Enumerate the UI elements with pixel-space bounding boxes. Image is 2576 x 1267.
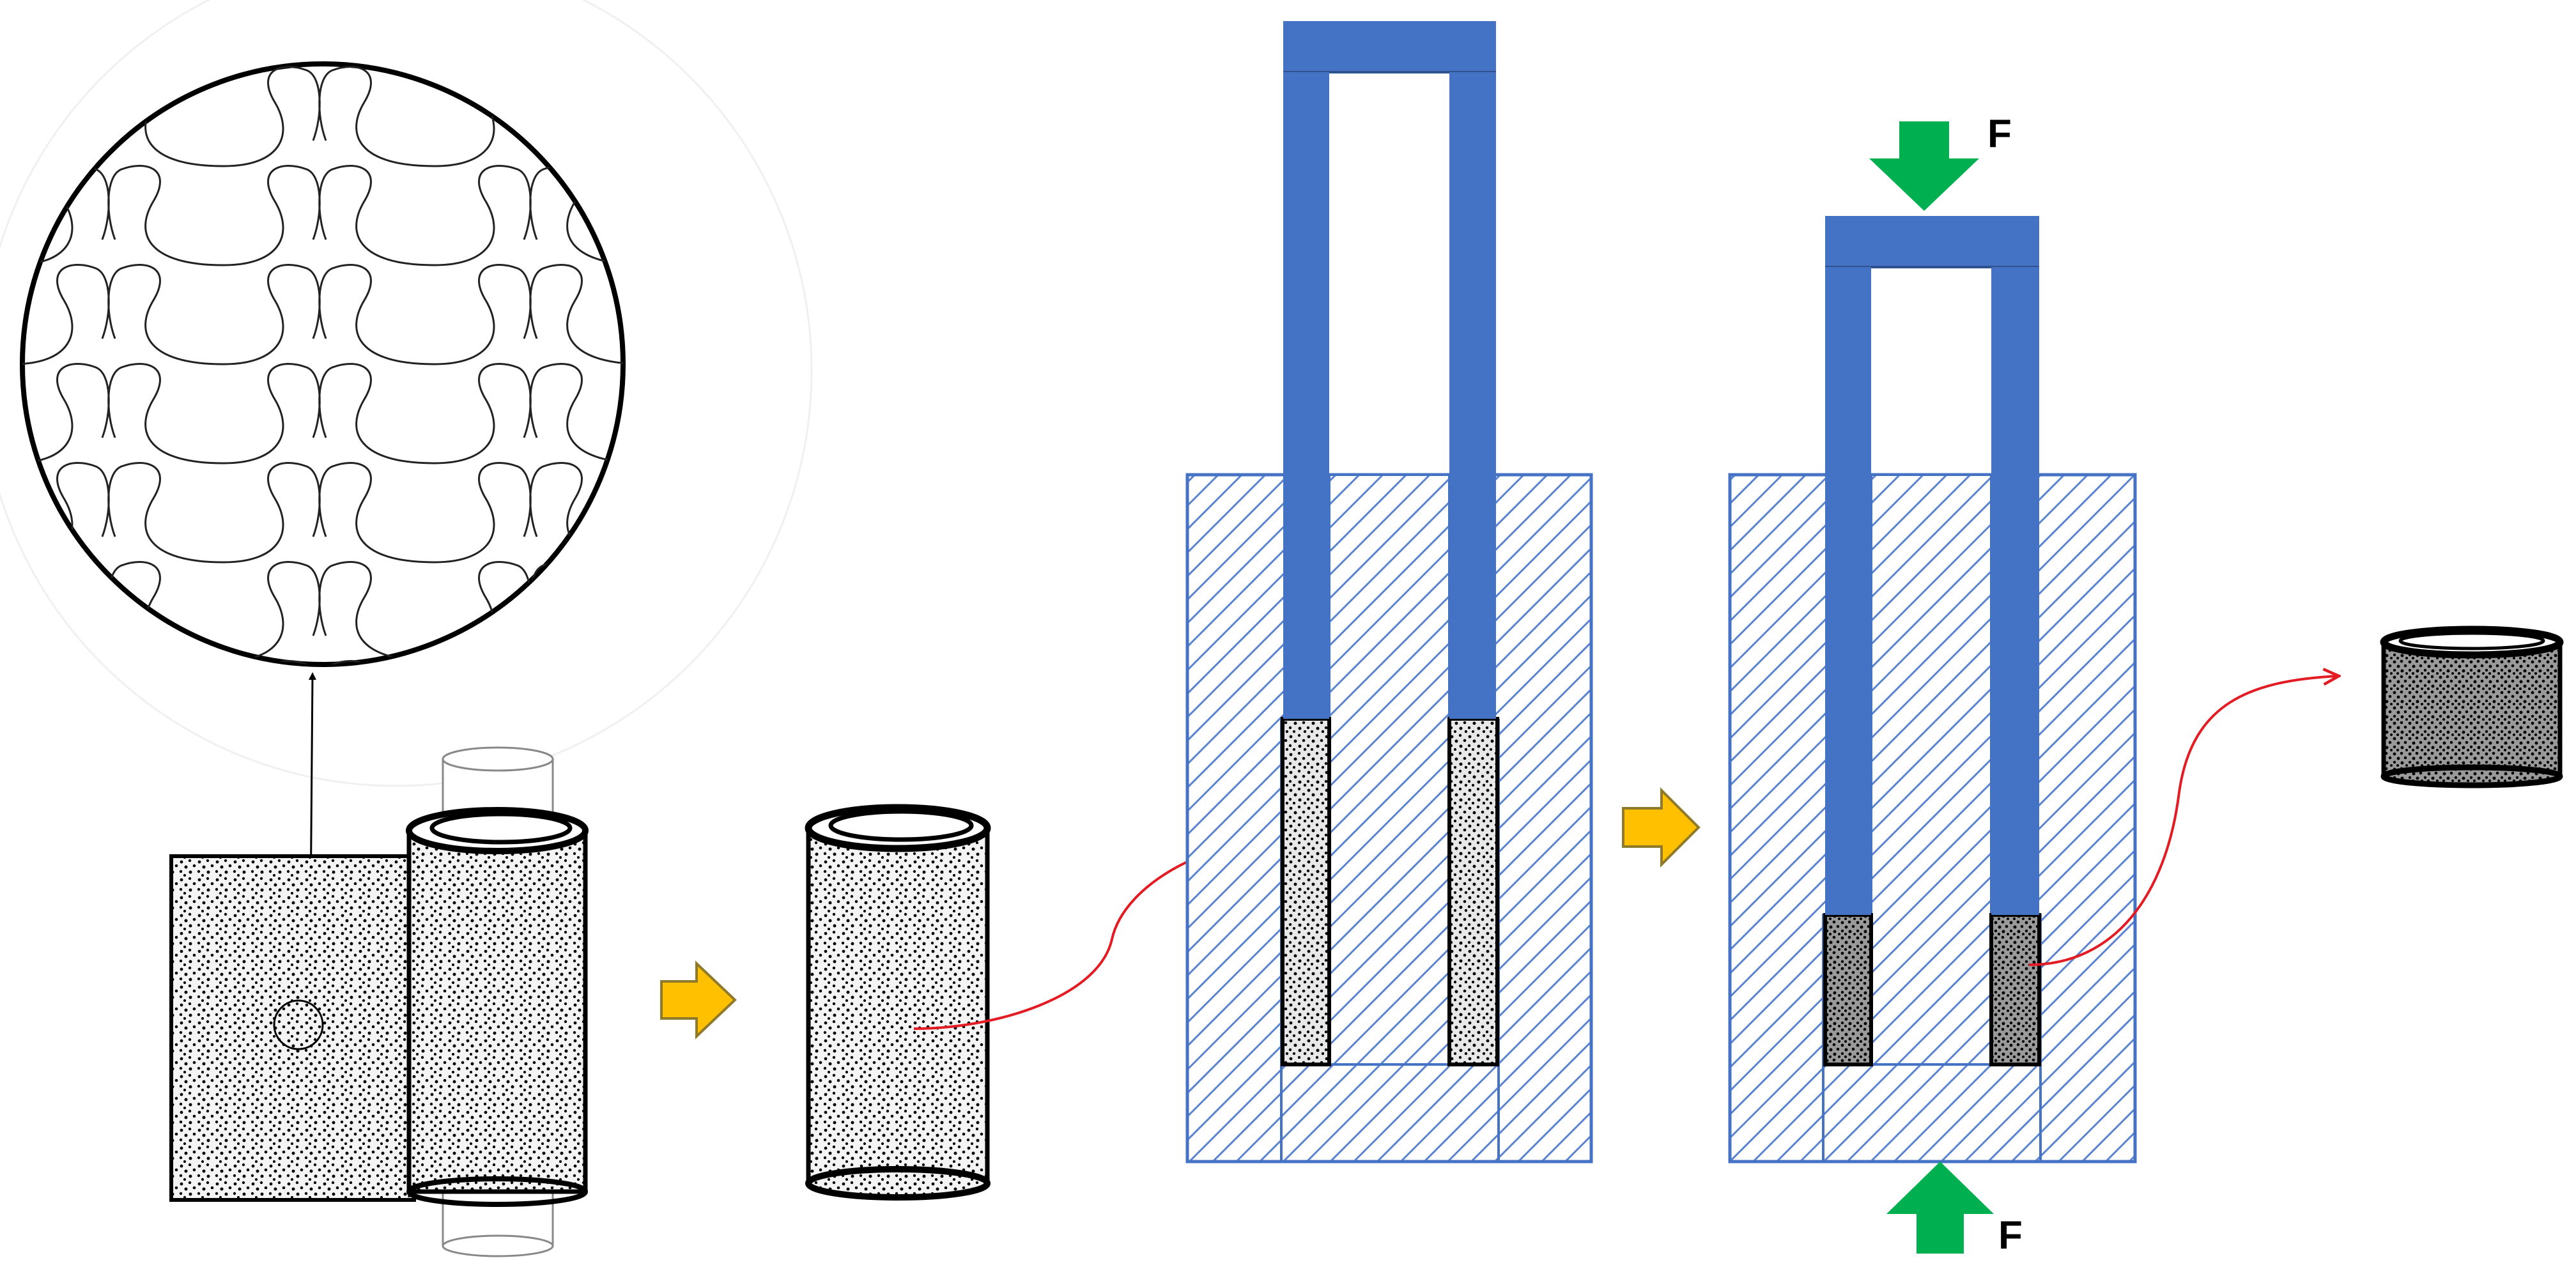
fabric-roll-top-inner [429, 811, 573, 845]
die-loaded-stage [1185, 21, 1593, 1163]
fabric-roll-body [406, 828, 588, 1194]
knit-stitch [645, 66, 856, 166]
knit-stitch [22, 64, 224, 68]
knit-stitch [223, 64, 435, 68]
punch-top-bar [1283, 21, 1496, 72]
knit-stitch [434, 263, 623, 365]
knit-stitch [434, 362, 623, 465]
knit-stitch [645, 165, 856, 265]
punch-top-bar [1825, 216, 2039, 267]
fabric-roll-stage [169, 746, 589, 1257]
step-arrow-icon [660, 960, 737, 1040]
knit-stitch [22, 263, 224, 365]
zoom-spot-circle [273, 999, 324, 1050]
knit-stitch [0, 0, 13, 67]
knit-stitch [434, 64, 623, 68]
force-arrow-icon [1886, 1162, 1994, 1254]
knit-stitch [223, 65, 435, 167]
knit-stitch [223, 461, 435, 564]
die-core [1870, 473, 1993, 1066]
knit-stitch [434, 659, 623, 664]
punch-left-leg [1825, 267, 1871, 915]
knit-stitch [22, 659, 224, 664]
loose-preform-right [1447, 717, 1499, 1066]
die-pressing-stage [1728, 216, 2137, 1163]
rolled-preform-stage [805, 804, 991, 1201]
knit-stitch [0, 364, 13, 463]
knit-stitch [0, 265, 13, 364]
knit-stitch [223, 659, 435, 664]
knit-stitch [645, 562, 856, 661]
knit-stitch [223, 164, 435, 266]
knit-stitch [0, 661, 13, 760]
final-compacted-ring [2380, 626, 2564, 788]
fabric-sheet [169, 854, 416, 1202]
die-core [1328, 473, 1451, 1066]
step-arrow-icon [1622, 787, 1701, 868]
compacted-part-right [1989, 913, 2041, 1066]
knit-stitch [645, 265, 856, 364]
knit-stitch [223, 362, 435, 465]
mandrel-top-cap [442, 746, 554, 772]
knit-stitch [0, 562, 13, 661]
mandrel-bottom-cap [442, 1234, 554, 1257]
zoom-halo [0, 0, 813, 787]
punch-right-leg [1449, 72, 1496, 719]
knit-stitch [645, 463, 856, 562]
knit-stitch [645, 364, 856, 463]
force-arrow-icon [1869, 121, 1979, 211]
ring-body [2381, 640, 2563, 779]
preform-top-inner [828, 809, 974, 842]
ring-top-inner [2398, 631, 2545, 650]
ring-bottom [2380, 764, 2563, 788]
knit-stitch [223, 263, 435, 365]
transfer-arrow-icon [2028, 676, 2339, 966]
compacted-part-left [1823, 913, 1873, 1066]
force-label-top: F [1987, 112, 2012, 156]
knit-stitch [223, 560, 435, 663]
preform-body [806, 825, 990, 1186]
punch-right-leg [1991, 267, 2039, 915]
knit-stitch [0, 66, 13, 166]
loose-preform-left [1281, 717, 1331, 1066]
punch-left-leg [1283, 72, 1329, 719]
force-label-bottom: F [1998, 1213, 2023, 1257]
magnified-knit-view [0, 0, 856, 760]
knit-stitch [22, 362, 224, 465]
knit-stitch [645, 0, 856, 67]
preform-bottom [805, 1166, 991, 1201]
